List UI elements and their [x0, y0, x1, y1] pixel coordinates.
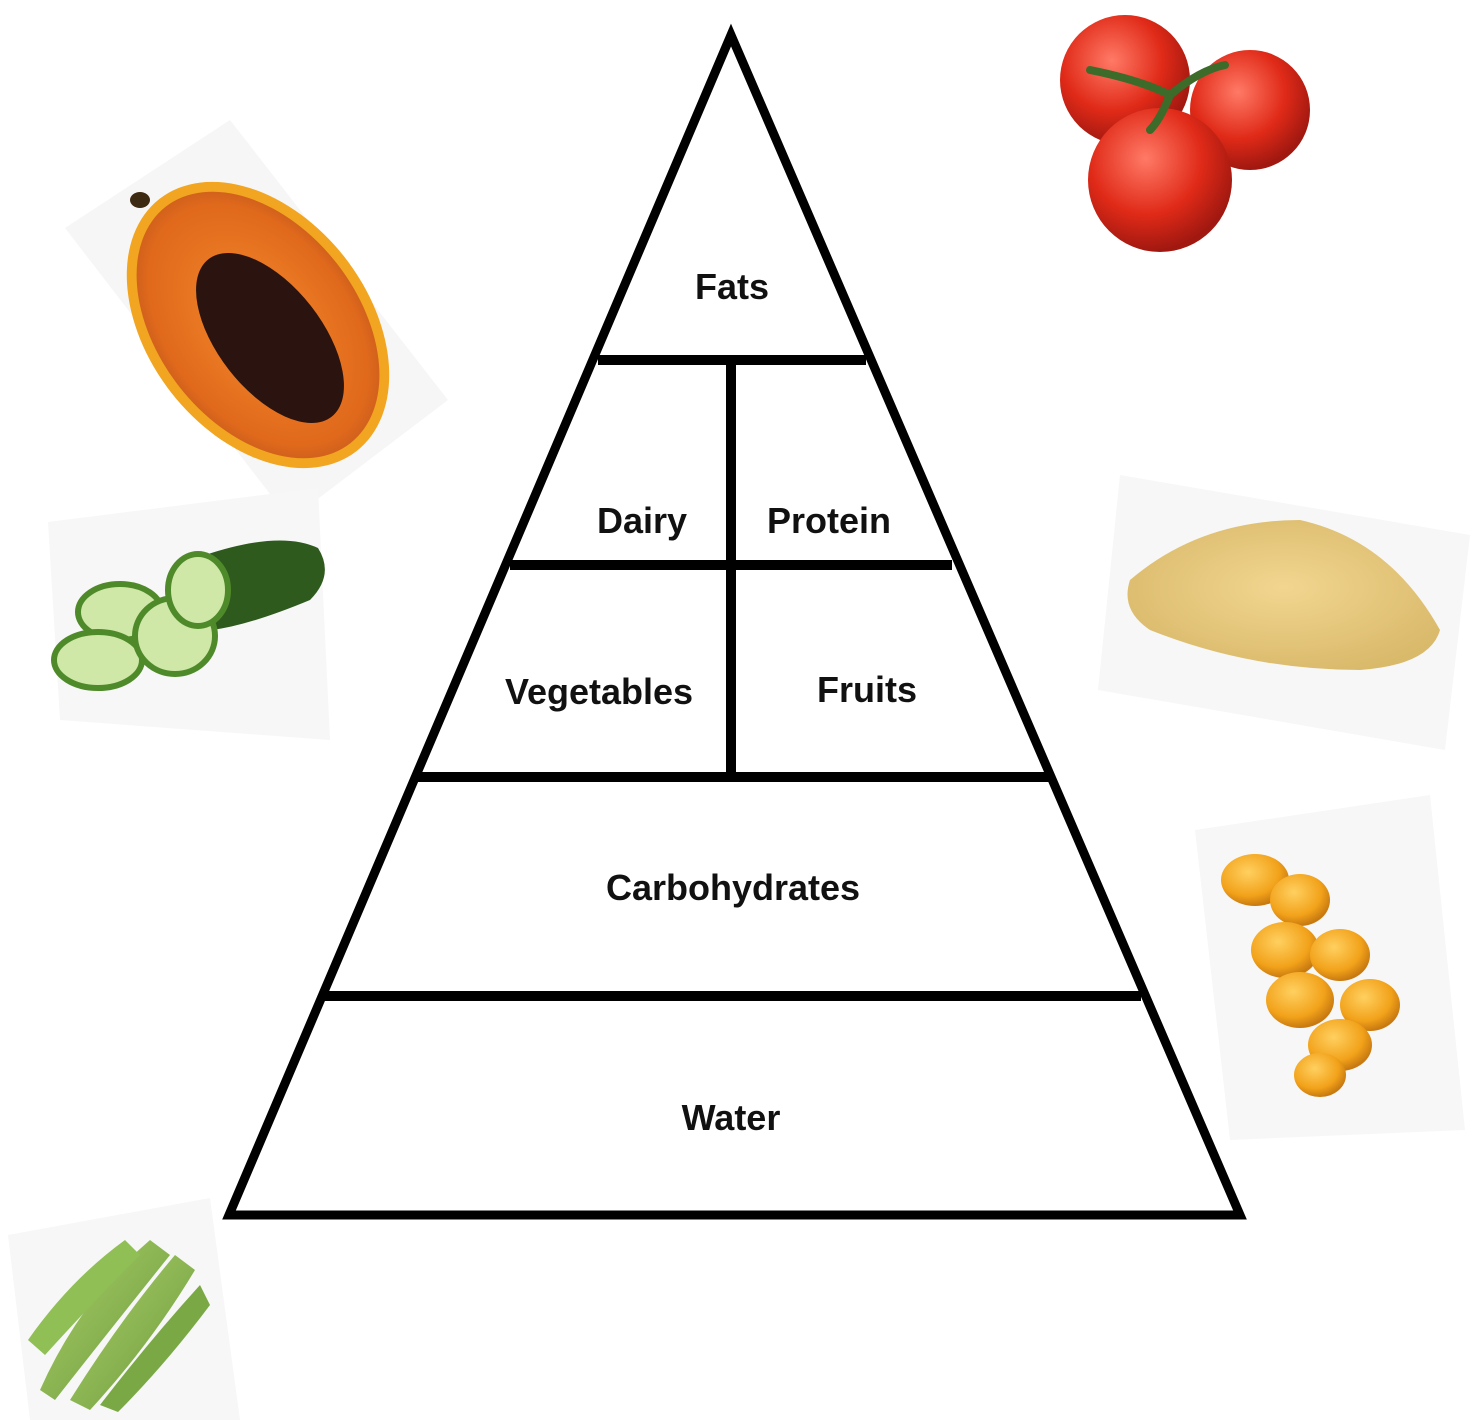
- tier-protein-label: Protein: [767, 500, 891, 541]
- tomatoes-icon: [1060, 15, 1310, 252]
- tier-carbohydrates-label: Carbohydrates: [606, 867, 860, 908]
- cucumber-icon: [48, 488, 330, 740]
- tier-fats-label: Fats: [695, 266, 769, 307]
- papaya-icon: [65, 120, 448, 520]
- tier-fruits-label: Fruits: [817, 669, 917, 710]
- tier-dairy-label: Dairy: [597, 500, 687, 541]
- dried-apricots-icon: [1195, 795, 1465, 1140]
- tier-vegetables-label: Vegetables: [505, 671, 693, 712]
- tier-water-label: Water: [682, 1097, 781, 1138]
- millet-icon: [1098, 475, 1470, 750]
- okra-icon: [8, 1198, 240, 1420]
